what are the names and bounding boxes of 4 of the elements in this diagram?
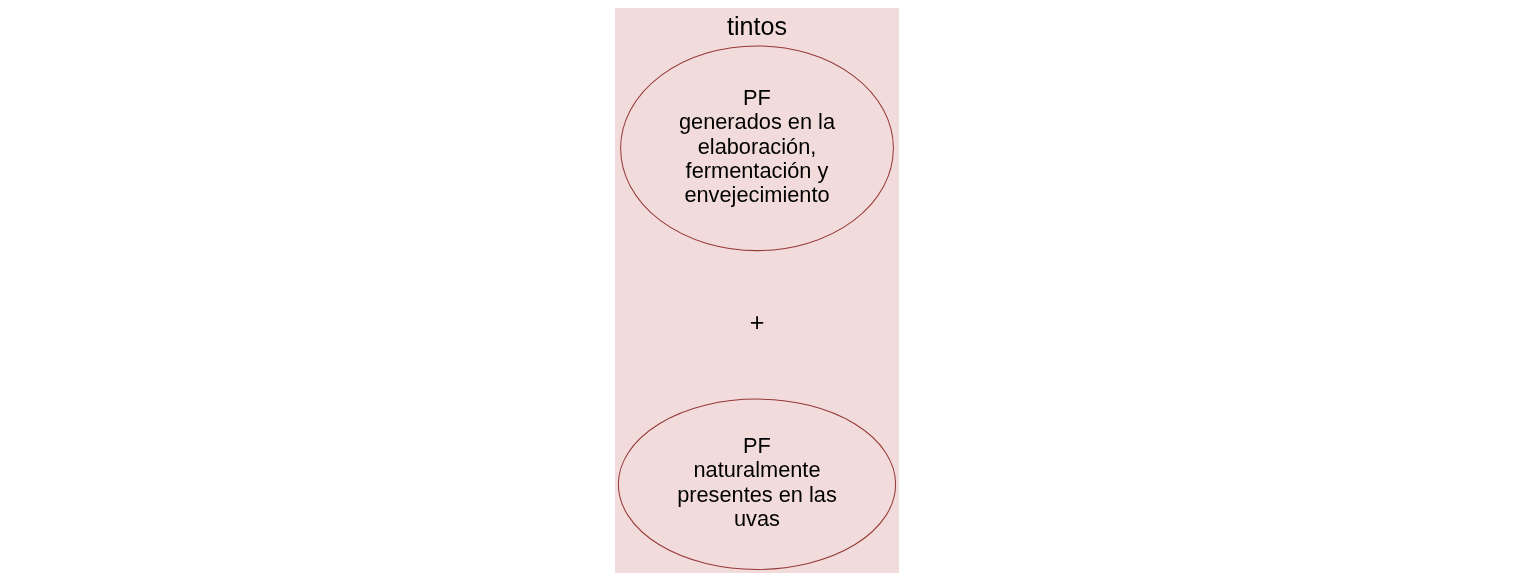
node-ellipse: PF generados en la elaboración, fermentación y envejecimiento	[620, 45, 894, 252]
diagram-title: tintos	[726, 11, 788, 40]
label: +	[749, 308, 765, 337]
node-ellipse: PF naturalmente presentes en las uvas	[617, 398, 897, 570]
